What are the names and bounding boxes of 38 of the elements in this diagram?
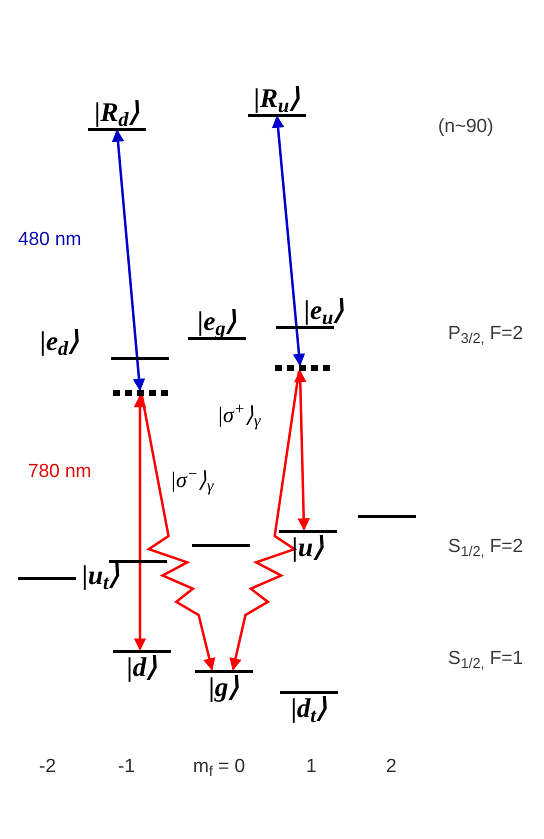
energy-level [113,650,171,682]
edge-label: |σ$^{−}$⟩$_{γ}$ [170,467,214,493]
wavy-arrow [229,370,300,671]
energy-level [192,544,250,546]
text-label: S$_{1/2,}$ F=2 [448,535,524,559]
double-arrow [272,115,306,366]
state-label: |e$_{u}$⟩ [304,294,344,326]
state-label: |u⟩ [292,530,324,562]
energy-level [82,560,167,590]
text-label: 1 [306,755,317,779]
text-label: m$_{f}$ = 0 [193,755,246,779]
energy-level [280,690,338,724]
energy-level [279,530,337,562]
text-label: 480 nm [18,228,82,252]
state-label: |d⟩ [126,650,158,682]
energy-level [195,670,253,702]
energy-level [358,514,416,518]
text-label: S$_{1/2,}$ F=1 [448,647,524,671]
text-label: 2 [386,755,397,779]
state-label: |R$_{d}$⟩ [94,96,140,128]
double-arrow [294,370,310,531]
state-label: |R$_{u}$⟩ [254,82,300,114]
text-label: (n~90) [438,115,494,139]
state-label: |d$_{t}$⟩ [290,692,328,724]
virtual-level-dots [275,365,331,371]
text-label: P$_{3/2,}$ F=2 [448,322,524,346]
text-label: 780 nm [28,460,92,484]
state-label: |u$_{t}$⟩ [82,558,120,590]
text-label: -2 [39,755,56,779]
state-label: |e$_{d}$⟩ [40,324,80,356]
double-arrow [134,394,146,651]
edge-label: |σ$^{+}$⟩$_{γ}$ [217,402,261,428]
virtual-level-dots [113,390,169,396]
double-arrow [112,129,146,392]
state-label: |g⟩ [208,670,240,702]
energy-level [18,576,76,580]
wavy-arrow [140,396,216,671]
text-label: -1 [118,755,135,779]
